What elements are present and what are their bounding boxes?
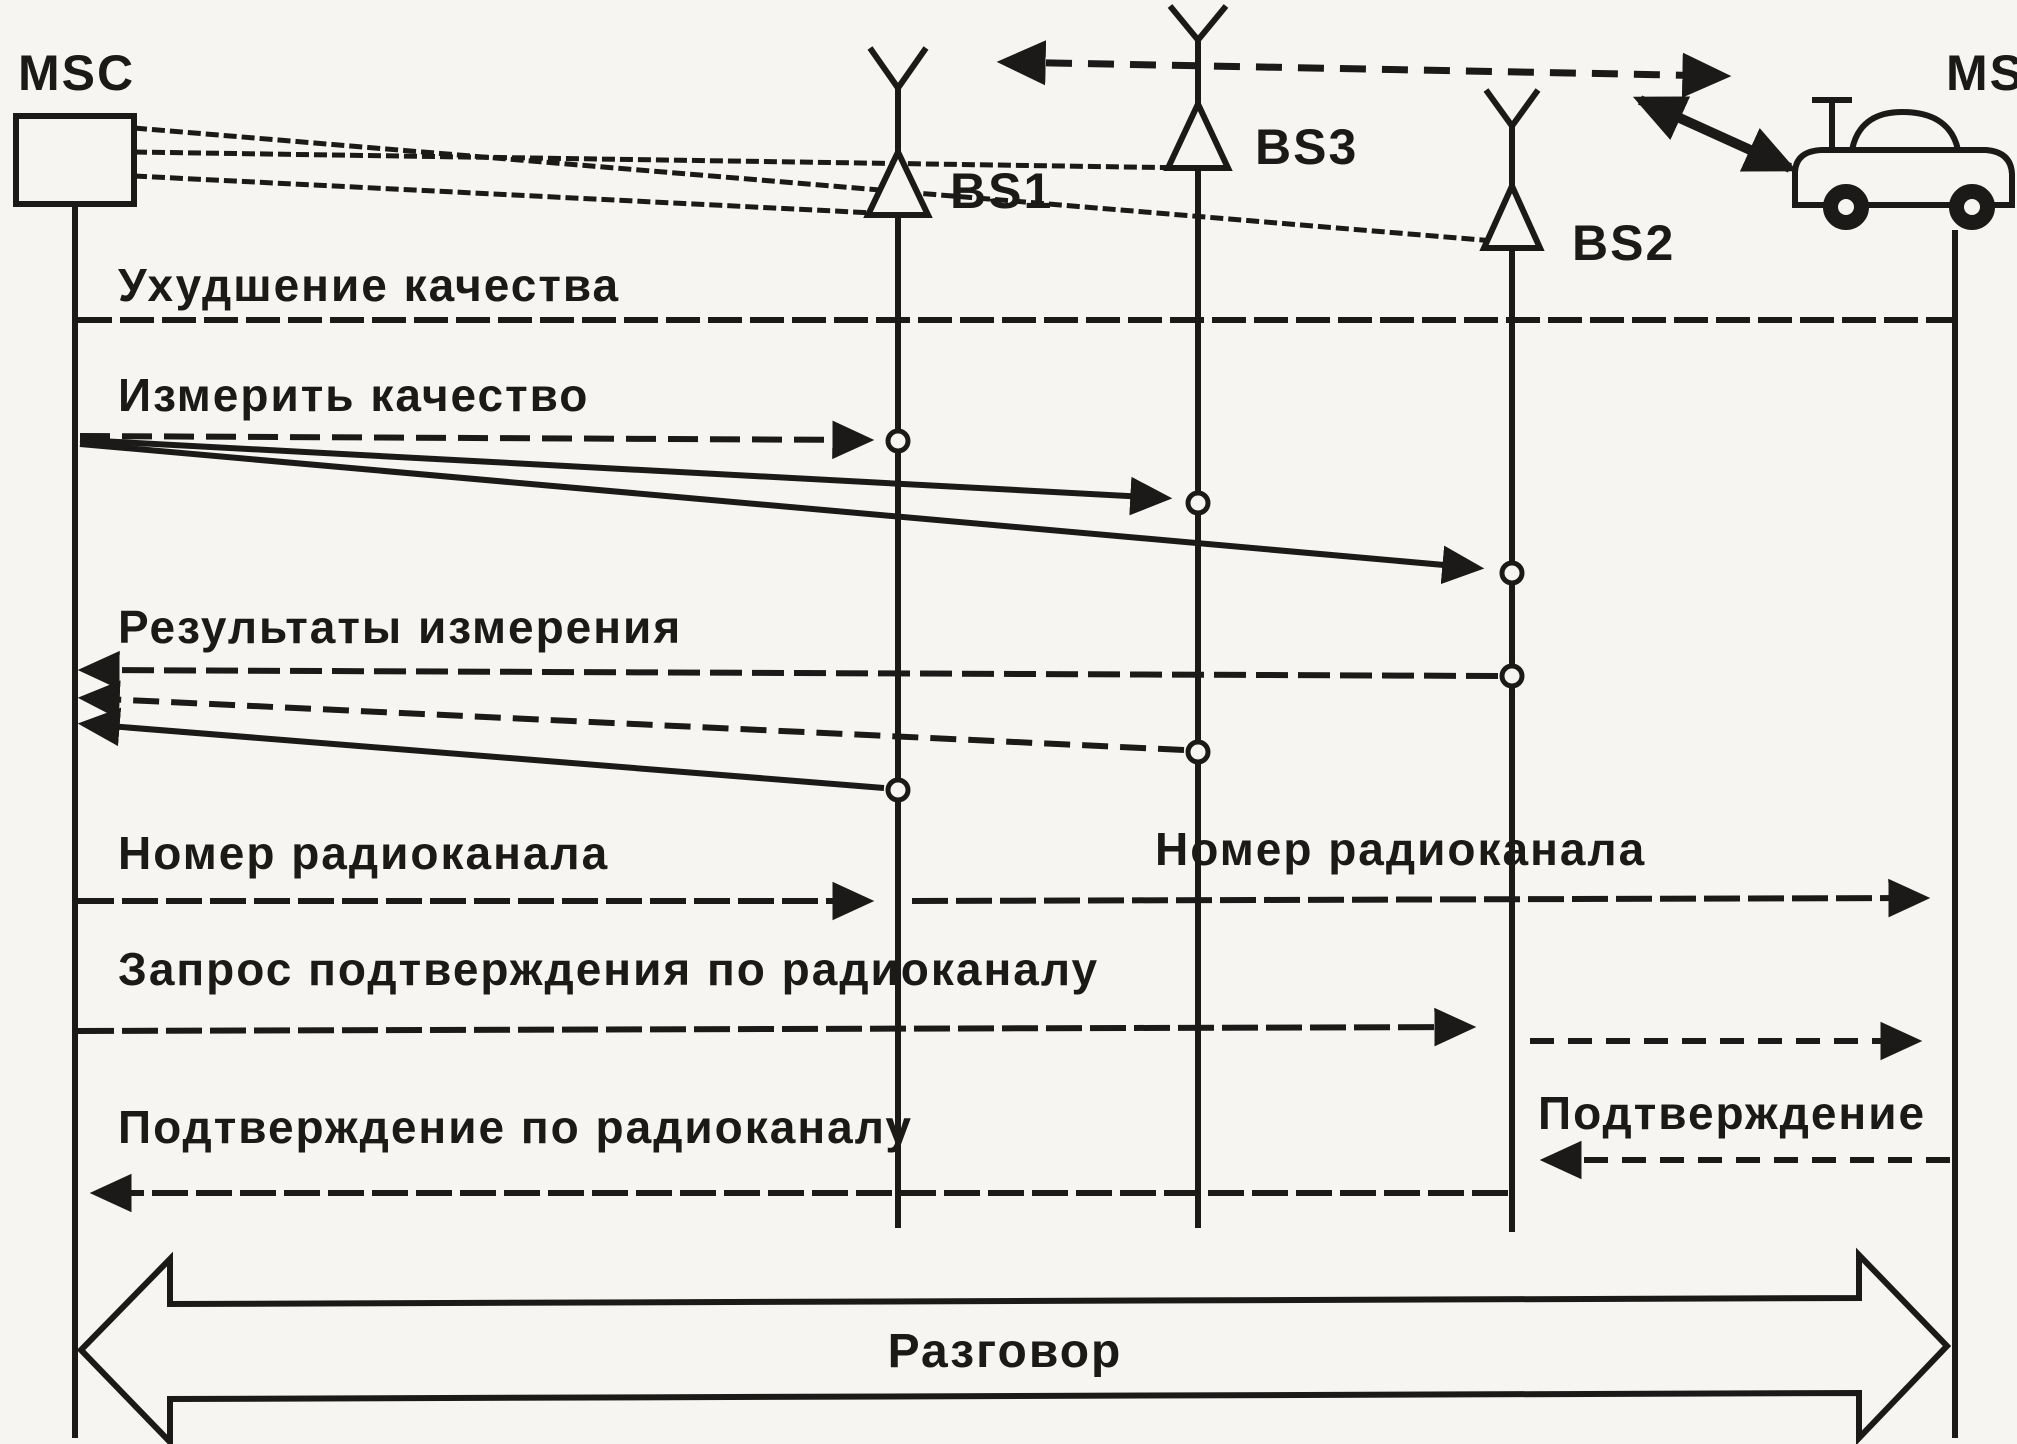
msc-label: MSC bbox=[18, 45, 136, 101]
measure-quality-arrow-bs3 bbox=[79, 437, 1173, 516]
car-cabin bbox=[1849, 108, 1961, 151]
handover-double-arrow bbox=[1632, 95, 1798, 173]
label-confirmation-request: Запрос подтверждения по радиоканалу bbox=[118, 943, 1100, 995]
measure-point-bs1 bbox=[885, 428, 911, 454]
results-point-bs3 bbox=[1185, 739, 1211, 765]
air-interface-dashed-arrow bbox=[996, 40, 1732, 98]
measure-point-bs3 bbox=[1185, 490, 1211, 516]
car-wheel-rear-hub bbox=[1964, 199, 1980, 215]
measure-quality-arrow-bs2 bbox=[79, 441, 1485, 585]
label-radio-channel-left: Номер радиоканала bbox=[118, 827, 610, 879]
bs3-label: BS3 bbox=[1255, 119, 1359, 175]
link-msc-bs3 bbox=[133, 149, 1195, 171]
bs1-antenna-icon bbox=[863, 46, 933, 218]
bs3-antenna-triangle bbox=[1163, 96, 1233, 171]
bs2-label: BS2 bbox=[1572, 215, 1676, 271]
label-confirmation: Подтверждение bbox=[1538, 1087, 1927, 1139]
bs1-label: BS1 bbox=[950, 163, 1054, 219]
link-msc-bs2 bbox=[133, 125, 1507, 245]
results-arrow-bs1 bbox=[77, 707, 885, 791]
conversation-double-arrow bbox=[76, 1247, 1952, 1444]
label-conversation: Разговор bbox=[887, 1325, 1123, 1378]
bs1-antenna-arm-right bbox=[895, 46, 929, 90]
car-icon bbox=[1792, 97, 2015, 230]
bs3-antenna-arm-left bbox=[1167, 4, 1201, 42]
channel-number-arrow-right bbox=[911, 878, 1931, 918]
measure-quality-arrow-bs1 bbox=[79, 420, 875, 460]
confirmation-request-arrow bbox=[77, 1007, 1477, 1047]
label-radio-channel-right: Номер радиоканала bbox=[1155, 823, 1647, 875]
results-arrow-bs3 bbox=[77, 680, 1185, 753]
bs3-antenna-arm-right bbox=[1195, 4, 1229, 42]
msc-box bbox=[13, 113, 137, 207]
link-msc-bs1 bbox=[133, 173, 895, 217]
bs2-antenna-triangle bbox=[1479, 178, 1545, 251]
label-radio-confirmation: Подтверждение по радиоканалу bbox=[118, 1101, 913, 1153]
results-point-bs1 bbox=[885, 777, 911, 803]
bs2-antenna-arm-left bbox=[1483, 88, 1515, 128]
car-wheel-front-hub bbox=[1838, 199, 1854, 215]
label-measurement-results: Результаты измерения bbox=[118, 601, 683, 653]
measure-point-bs2 bbox=[1499, 560, 1525, 586]
label-quality-degradation: Ухудшение качества bbox=[118, 259, 621, 311]
bs3-antenna-icon bbox=[1163, 4, 1233, 171]
label-measure-quality: Измерить качество bbox=[118, 369, 590, 421]
bs2-antenna-arm-right bbox=[1509, 88, 1541, 128]
bs1-antenna-triangle bbox=[863, 145, 933, 218]
bs2-antenna-icon bbox=[1479, 88, 1545, 251]
ms-label: MS bbox=[1946, 45, 2017, 101]
results-arrow-bs2 bbox=[77, 650, 1499, 690]
bs1-antenna-arm-left bbox=[867, 46, 901, 90]
results-point-bs2 bbox=[1499, 663, 1525, 689]
